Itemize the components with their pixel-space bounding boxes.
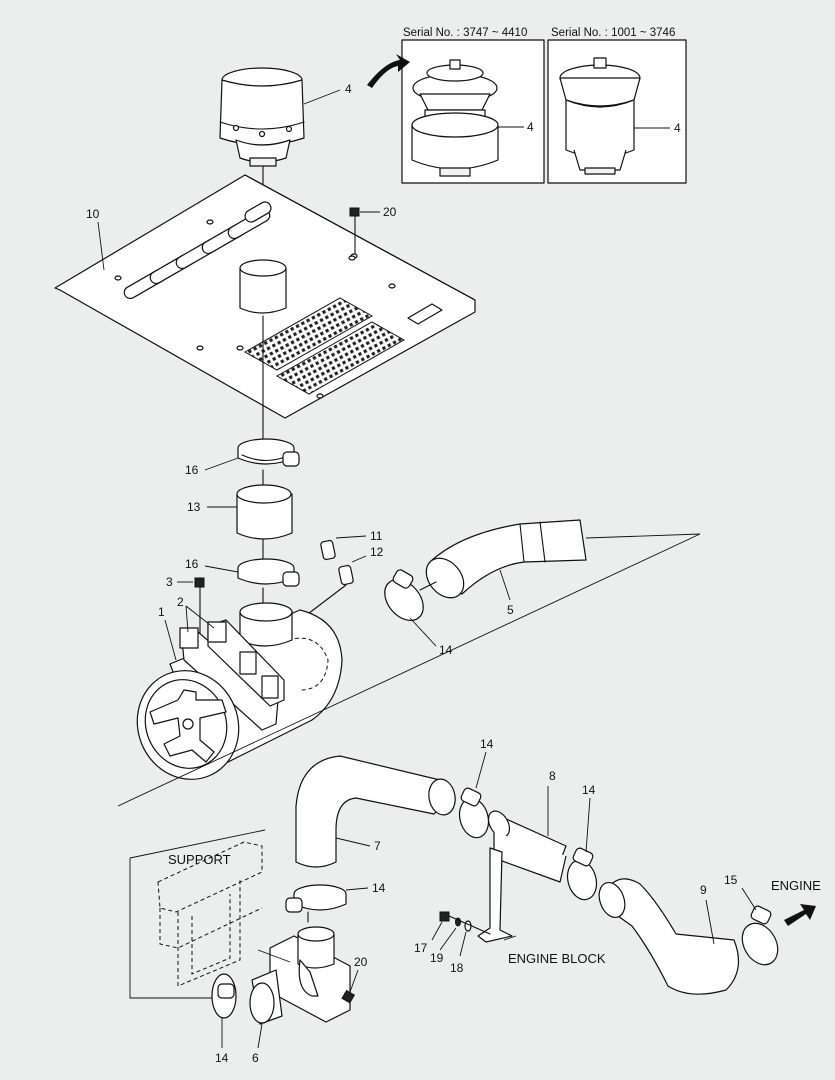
clamp-16-top: 16 bbox=[185, 438, 300, 477]
serial-range-label-2: Serial No. : 1001 ~ 3746 bbox=[551, 27, 675, 39]
clamp-14-right: 14 bbox=[566, 783, 598, 901]
clamp-16-lower: 16 bbox=[185, 557, 300, 587]
hose-9: 9 bbox=[598, 878, 740, 995]
callout-6: 6 bbox=[252, 1051, 259, 1065]
engine-label: ENGINE bbox=[771, 878, 821, 893]
callout-4-variant-2: 4 bbox=[674, 121, 681, 135]
callout-20-lower: 20 bbox=[354, 955, 368, 969]
hose-5: 5 bbox=[425, 519, 587, 617]
callout-9: 9 bbox=[700, 883, 707, 897]
callout-14-mid: 14 bbox=[480, 737, 494, 751]
air-cleaner-body: 1 2 bbox=[136, 595, 343, 780]
callout-18: 18 bbox=[450, 961, 464, 975]
callout-1: 1 bbox=[158, 605, 165, 619]
serial-range-label-1: Serial No. : 3747 ~ 4410 bbox=[403, 27, 527, 39]
callout-16-lower: 16 bbox=[185, 557, 199, 571]
clamp-14-elbow: 14 bbox=[285, 881, 386, 923]
clamp-14-upper: 14 bbox=[384, 569, 453, 657]
variant-box-1: Serial No. : 3747 ~ 4410 4 bbox=[401, 27, 545, 184]
callout-4: 4 bbox=[345, 82, 352, 96]
tube-13: 13 bbox=[187, 484, 293, 540]
callout-2: 2 bbox=[177, 595, 184, 609]
variant-arrow bbox=[367, 54, 410, 88]
bolt-set-17-18-19: 17 19 18 bbox=[414, 911, 491, 975]
engine-direction-arrow bbox=[784, 904, 816, 926]
callout-17: 17 bbox=[414, 941, 428, 955]
callout-13: 13 bbox=[187, 500, 201, 514]
variant-box-2: Serial No. : 1001 ~ 3746 4 bbox=[547, 27, 687, 184]
callout-4-variant-1: 4 bbox=[527, 120, 534, 134]
fitting-12: 12 bbox=[299, 545, 384, 621]
callout-5: 5 bbox=[507, 603, 514, 617]
callout-16-top: 16 bbox=[185, 463, 199, 477]
precleaner-cap: 4 bbox=[219, 67, 352, 236]
callout-20-top: 20 bbox=[383, 205, 397, 219]
screw-3: 3 bbox=[166, 575, 205, 641]
callout-3: 3 bbox=[166, 575, 173, 589]
clamp-14-mid: 14 bbox=[458, 737, 494, 839]
callout-14-right: 14 bbox=[582, 783, 596, 797]
callout-11: 11 bbox=[370, 529, 383, 543]
engine-block-label: ENGINE BLOCK bbox=[508, 951, 606, 966]
callout-14-elbow: 14 bbox=[372, 881, 386, 895]
callout-14-upper: 14 bbox=[439, 643, 453, 657]
callout-10: 10 bbox=[86, 207, 100, 221]
callout-15: 15 bbox=[724, 873, 738, 887]
callout-19: 19 bbox=[430, 951, 444, 965]
callout-7: 7 bbox=[374, 839, 381, 853]
callout-14-bottom: 14 bbox=[215, 1051, 229, 1065]
elbow-6: 6 20 bbox=[249, 926, 368, 1065]
cover-plate: 10 20 bbox=[54, 174, 476, 419]
callout-12: 12 bbox=[370, 545, 384, 559]
fitting-11: 11 bbox=[320, 529, 383, 561]
tube-8: 8 bbox=[477, 769, 567, 943]
support-frame: SUPPORT bbox=[129, 829, 266, 999]
clamp-14-bottom: 14 bbox=[211, 973, 237, 1065]
support-label: SUPPORT bbox=[168, 852, 231, 867]
elbow-hose-7: 7 bbox=[295, 755, 456, 868]
callout-8: 8 bbox=[549, 769, 556, 783]
clamp-15: 15 bbox=[724, 873, 779, 966]
